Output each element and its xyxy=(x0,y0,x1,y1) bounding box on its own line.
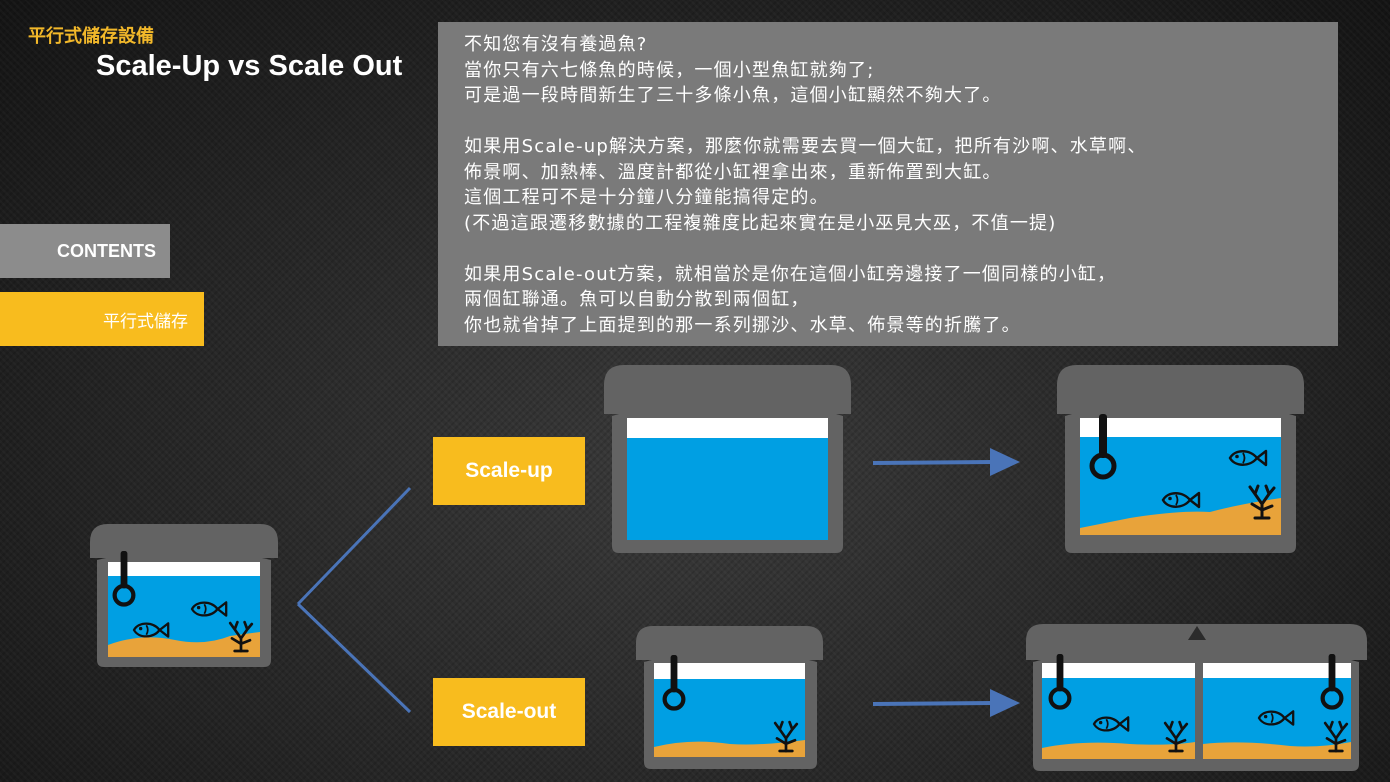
small-tank xyxy=(90,524,278,667)
description-line: 如果用Scale-up解決方案，那麼你就需要去買一個大缸，把所有沙啊、水草啊、 xyxy=(464,136,1147,157)
contents-tab[interactable]: CONTENTS xyxy=(0,224,170,278)
description-line: (不過這跟遷移數據的工程複雜度比起來實在是小巫見大巫，不值一提) xyxy=(464,212,1057,234)
section-tab[interactable]: 平行式儲存 xyxy=(0,292,204,346)
description-box: 不知您有沒有養過魚? 當你只有六七條魚的時候，一個小型魚缸就夠了; 可是過一段時… xyxy=(438,22,1338,346)
description-line: 兩個缸聯通。魚可以自動分散到兩個缸， xyxy=(464,289,810,310)
scale-out-label: Scale-out xyxy=(433,678,585,746)
scale-out-single-tank xyxy=(636,626,823,769)
description-line: 當你只有六七條魚的時候，一個小型魚缸就夠了; xyxy=(464,59,875,81)
branch-line-up xyxy=(296,486,412,606)
branch-line-out xyxy=(296,602,412,714)
scale-up-label: Scale-up xyxy=(433,437,585,505)
scale-out-double-tank xyxy=(1026,624,1367,771)
description-line: 你也就省掉了上面提到的那一系列挪沙、水草、佈景等的折騰了。 xyxy=(464,314,1021,336)
section-subtitle: 平行式儲存設備 xyxy=(28,26,154,47)
description-line: 不知您有沒有養過魚? xyxy=(464,34,648,55)
scale-up-result-tank xyxy=(1057,365,1304,553)
page-title: Scale-Up vs Scale Out xyxy=(96,50,403,82)
description-line: 如果用Scale-out方案，就相當於是你在這個小缸旁邊接了一個同樣的小缸， xyxy=(464,263,1117,285)
description-line: 佈景啊、加熱棒、溫度計都從小缸裡拿出來，重新佈置到大缸。 xyxy=(464,161,1002,183)
scale-out-arrow xyxy=(872,689,1020,717)
description-line: 這個工程可不是十分鐘八分鐘能搞得定的。 xyxy=(464,187,829,208)
scale-up-arrow xyxy=(872,448,1020,476)
scale-up-empty-tank xyxy=(604,365,851,553)
description-line: 可是過一段時間新生了三十多條小魚，這個小缸顯然不夠大了。 xyxy=(464,85,1002,106)
